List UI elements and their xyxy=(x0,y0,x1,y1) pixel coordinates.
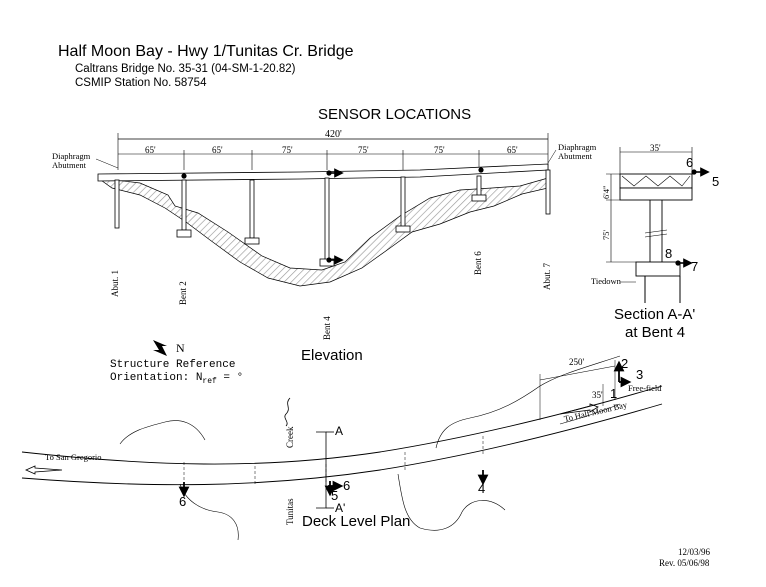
sensor-locations-title: SENSOR LOCATIONS xyxy=(318,106,472,123)
section-view xyxy=(606,147,710,303)
section-title-2: at Bent 4 xyxy=(625,324,686,341)
section-width-dim: 35' xyxy=(650,143,661,153)
north-label: N xyxy=(176,341,185,355)
total-span-label: 420' xyxy=(325,129,342,140)
plan-sensor-5: 5 xyxy=(331,488,339,503)
plan-view xyxy=(21,355,663,541)
support-abut-7: Abut. 7 xyxy=(542,263,552,290)
creek-label: Creek xyxy=(285,426,295,449)
diaphragm-right-1: Diaphragm xyxy=(558,142,597,152)
section-height-dim: 75' xyxy=(601,229,611,240)
diaphragm-left-2: Abutment xyxy=(52,160,86,170)
section-title-1: Section A-A' xyxy=(614,306,696,323)
tunitas-label: Tunitas xyxy=(285,498,295,525)
elevation-title: Elevation xyxy=(301,347,363,364)
diaphragm-right-2: Abutment xyxy=(558,151,592,161)
section-cut-a: A xyxy=(335,424,344,438)
page-title: Half Moon Bay - Hwy 1/Tunitas Cr. Bridge xyxy=(58,43,354,60)
plan-sensor-2: 2 xyxy=(621,356,629,371)
plan-sensor-6b: 6 xyxy=(343,478,351,493)
section-sensor-5: 5 xyxy=(712,174,720,189)
plan-sensor-3: 3 xyxy=(636,367,644,382)
support-abut-1: Abut. 1 xyxy=(110,270,120,297)
section-cut-a-prime: A' xyxy=(335,501,346,515)
section-sensor-8: 8 xyxy=(665,246,673,261)
span-label-4: 75' xyxy=(358,145,369,155)
section-sensor-7: 7 xyxy=(691,259,699,274)
plan-sensor-4: 4 xyxy=(478,481,486,496)
span-label-3: 75' xyxy=(282,145,293,155)
support-bent-4: Bent 4 xyxy=(322,316,332,340)
plan-sensor-6: 6 xyxy=(179,494,187,509)
tiedown-label: Tiedown xyxy=(591,276,621,286)
span-label-5: 75' xyxy=(434,145,445,155)
csmip-station: CSMIP Station No. 58754 xyxy=(75,77,207,89)
elevation-view xyxy=(95,133,557,287)
dim-250: 250' xyxy=(569,357,585,367)
plan-sensor-1: 1 xyxy=(610,386,618,401)
section-depth-dim: 6'4" xyxy=(601,185,611,199)
plan-title: Deck Level Plan xyxy=(302,513,411,530)
span-label-1: 65' xyxy=(145,145,156,155)
diaphragm-left-1: Diaphragm xyxy=(52,151,91,161)
span-label-6: 65' xyxy=(507,145,518,155)
section-sensor-6: 6 xyxy=(686,155,694,170)
rev-label: Rev. 05/06/98 xyxy=(659,558,710,568)
to-san-gregorio: To San Gregorio xyxy=(45,452,102,462)
date-label: 12/03/96 xyxy=(678,547,711,557)
span-label-2: 65' xyxy=(212,145,223,155)
north-arrow-icon xyxy=(153,340,167,356)
free-field-label: Free-field xyxy=(628,383,662,393)
support-bent-6: Bent 6 xyxy=(473,251,483,275)
caltrans-number: Caltrans Bridge No. 35-31 (04-SM-1-20.82… xyxy=(75,63,296,75)
support-bent-2: Bent 2 xyxy=(178,281,188,305)
orientation-line-2: Orientation: Nref = ° xyxy=(110,372,244,387)
dim-35: 35' xyxy=(592,390,603,400)
orientation-line-1: Structure Reference xyxy=(110,359,236,371)
